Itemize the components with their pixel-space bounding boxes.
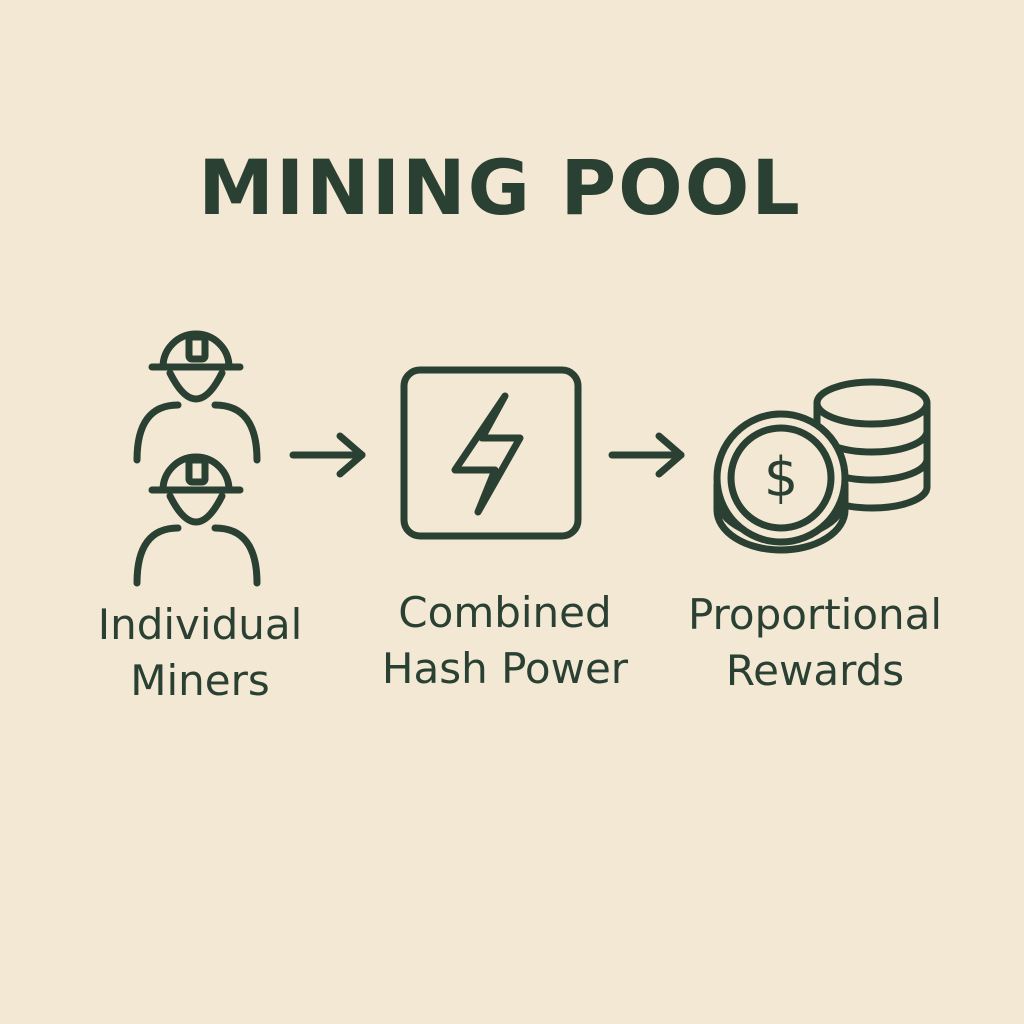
step-label-combined-hash-power: Combined Hash Power: [355, 585, 655, 697]
step-label-line: Hash Power: [381, 644, 629, 693]
diagram-title: MINING POOL: [198, 143, 802, 232]
step-label-line: Rewards: [725, 646, 905, 695]
step-label-line: Combined: [398, 588, 612, 637]
step-label-line: Individual: [97, 600, 303, 649]
arrow-right-icon: [289, 432, 366, 478]
step-label-individual-miners: Individual Miners: [60, 597, 340, 709]
miner-icon: [133, 330, 261, 464]
miner-icon: [133, 453, 261, 587]
step-label-proportional-rewards: Proportional Rewards: [660, 587, 970, 699]
lightning-bolt-icon: [451, 392, 524, 516]
step-label-line: Proportional: [687, 590, 943, 639]
arrow-right-icon: [608, 432, 685, 478]
hash-power-box: [400, 366, 582, 540]
step-label-line: Miners: [130, 656, 270, 705]
coins-icon: [713, 410, 849, 554]
dollar-sign-icon: $: [763, 446, 799, 509]
